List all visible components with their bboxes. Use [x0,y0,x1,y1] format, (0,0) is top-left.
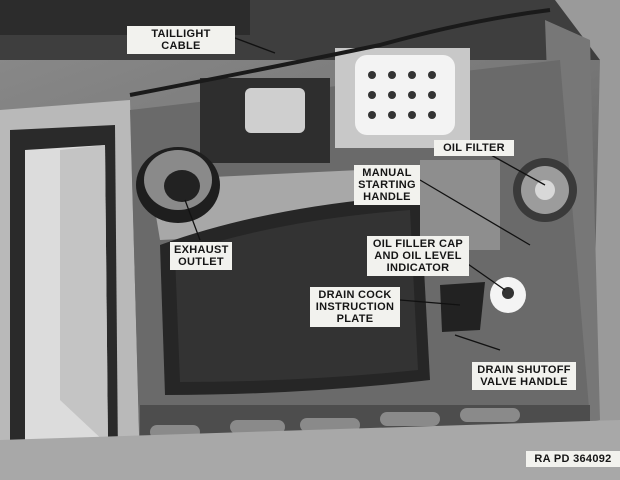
label-oil-filter: OIL FILTER [434,140,514,156]
instruction-plate [440,282,485,332]
label-exhaust-outlet: EXHAUST OUTLET [170,242,232,270]
label-manual-starting-handle: MANUAL STARTING HANDLE [354,165,420,205]
figure-reference: RA PD 364092 [526,451,620,467]
taillight-cable [129,8,551,97]
label-drain-cock-plate: DRAIN COCK INSTRUCTION PLATE [310,287,400,327]
label-taillight-cable: TAILLIGHT CABLE [127,26,235,54]
front-edge [0,420,620,480]
right-wall [555,0,620,480]
label-oil-filler-cap: OIL FILLER CAP AND OIL LEVEL INDICATOR [367,236,469,276]
label-drain-shutoff-valve: DRAIN SHUTOFF VALVE HANDLE [472,362,576,390]
leader-lines [184,37,546,351]
